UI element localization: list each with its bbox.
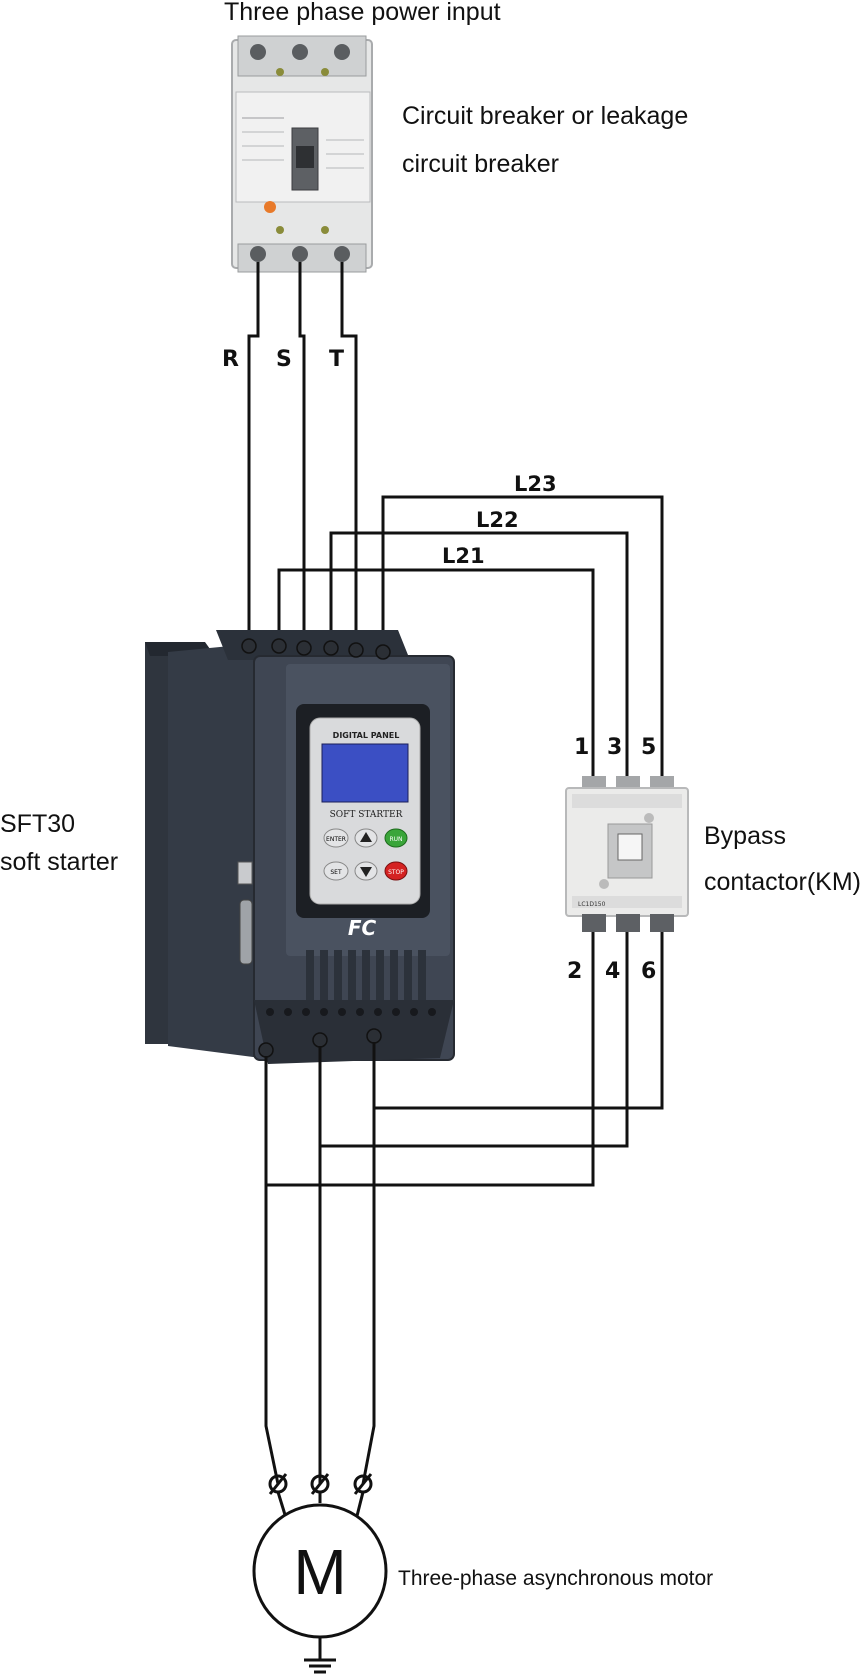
wire-l22 bbox=[329, 531, 629, 780]
lcd-screen bbox=[321, 743, 409, 803]
phase-label-s: S bbox=[276, 347, 292, 372]
ground-icon bbox=[304, 1637, 336, 1674]
wire-t bbox=[340, 262, 358, 640]
motor: M bbox=[252, 1503, 388, 1639]
output-terminals bbox=[258, 1028, 382, 1058]
breaker-label-line1: Circuit breaker or leakage bbox=[402, 102, 689, 130]
power-input-label: Three phase power input bbox=[224, 0, 501, 26]
output-wires bbox=[264, 932, 664, 1485]
supply-wires bbox=[247, 262, 358, 640]
contactor-model: LC1D150 bbox=[578, 901, 606, 908]
terminal-4: 4 bbox=[605, 959, 621, 984]
wire-r bbox=[247, 262, 260, 640]
heatsink-fins bbox=[306, 950, 426, 1008]
wire-km-2 bbox=[266, 932, 595, 1187]
bypass-wires bbox=[277, 495, 664, 780]
bypass-label-line1: Bypass bbox=[704, 822, 786, 850]
line-label-l23: L23 bbox=[514, 472, 557, 496]
rj45-port bbox=[237, 861, 253, 885]
panel-subtitle: SOFT STARTER bbox=[330, 810, 403, 820]
starter-label-line1: SFT30 bbox=[0, 810, 76, 838]
motor-caption: Three-phase asynchronous motor bbox=[398, 1567, 714, 1590]
motor-symbol: M bbox=[293, 1536, 346, 1608]
panel-title: DIGITAL PANEL bbox=[333, 731, 400, 740]
terminal-2: 2 bbox=[567, 959, 583, 984]
soft-starter: DIGITAL PANEL SOFT STARTER ENTER RUN SET… bbox=[145, 630, 455, 1064]
stop-button[interactable] bbox=[384, 861, 408, 881]
brand-logo: FC bbox=[348, 916, 377, 940]
terminal-5: 5 bbox=[641, 735, 657, 760]
bypass-contactor: LC1D150 bbox=[565, 776, 689, 932]
input-terminals bbox=[241, 638, 391, 660]
motor-terminal-symbols bbox=[268, 1473, 373, 1495]
line-label-l22: L22 bbox=[476, 508, 519, 532]
bypass-label-line2: contactor(KM) bbox=[704, 868, 861, 896]
run-button[interactable] bbox=[384, 828, 408, 848]
set-button-label: SET bbox=[330, 869, 342, 876]
set-button[interactable] bbox=[323, 861, 349, 881]
circuit-breaker bbox=[231, 35, 373, 273]
starter-label-line2: soft starter bbox=[0, 848, 119, 876]
phase-label-r: R bbox=[222, 347, 239, 372]
wire-l23 bbox=[381, 495, 664, 780]
up-arrow-icon bbox=[360, 832, 372, 842]
enter-button-label: ENTER bbox=[326, 836, 346, 843]
enter-button[interactable] bbox=[323, 828, 349, 848]
wire-l21 bbox=[277, 568, 595, 780]
db-connector bbox=[239, 899, 253, 965]
wire-s bbox=[298, 262, 306, 640]
wire-km-4 bbox=[320, 932, 629, 1148]
phase-label-t: T bbox=[329, 347, 345, 372]
breaker-label-line2: circuit breaker bbox=[402, 150, 559, 178]
terminal-6: 6 bbox=[641, 959, 657, 984]
wire-km-6 bbox=[374, 932, 664, 1110]
terminal-3: 3 bbox=[607, 735, 623, 760]
down-arrow-icon bbox=[360, 867, 372, 877]
line-label-l21: L21 bbox=[442, 544, 485, 568]
stop-button-label: STOP bbox=[388, 869, 404, 876]
terminal-1: 1 bbox=[574, 735, 590, 760]
run-button-label: RUN bbox=[389, 836, 402, 843]
